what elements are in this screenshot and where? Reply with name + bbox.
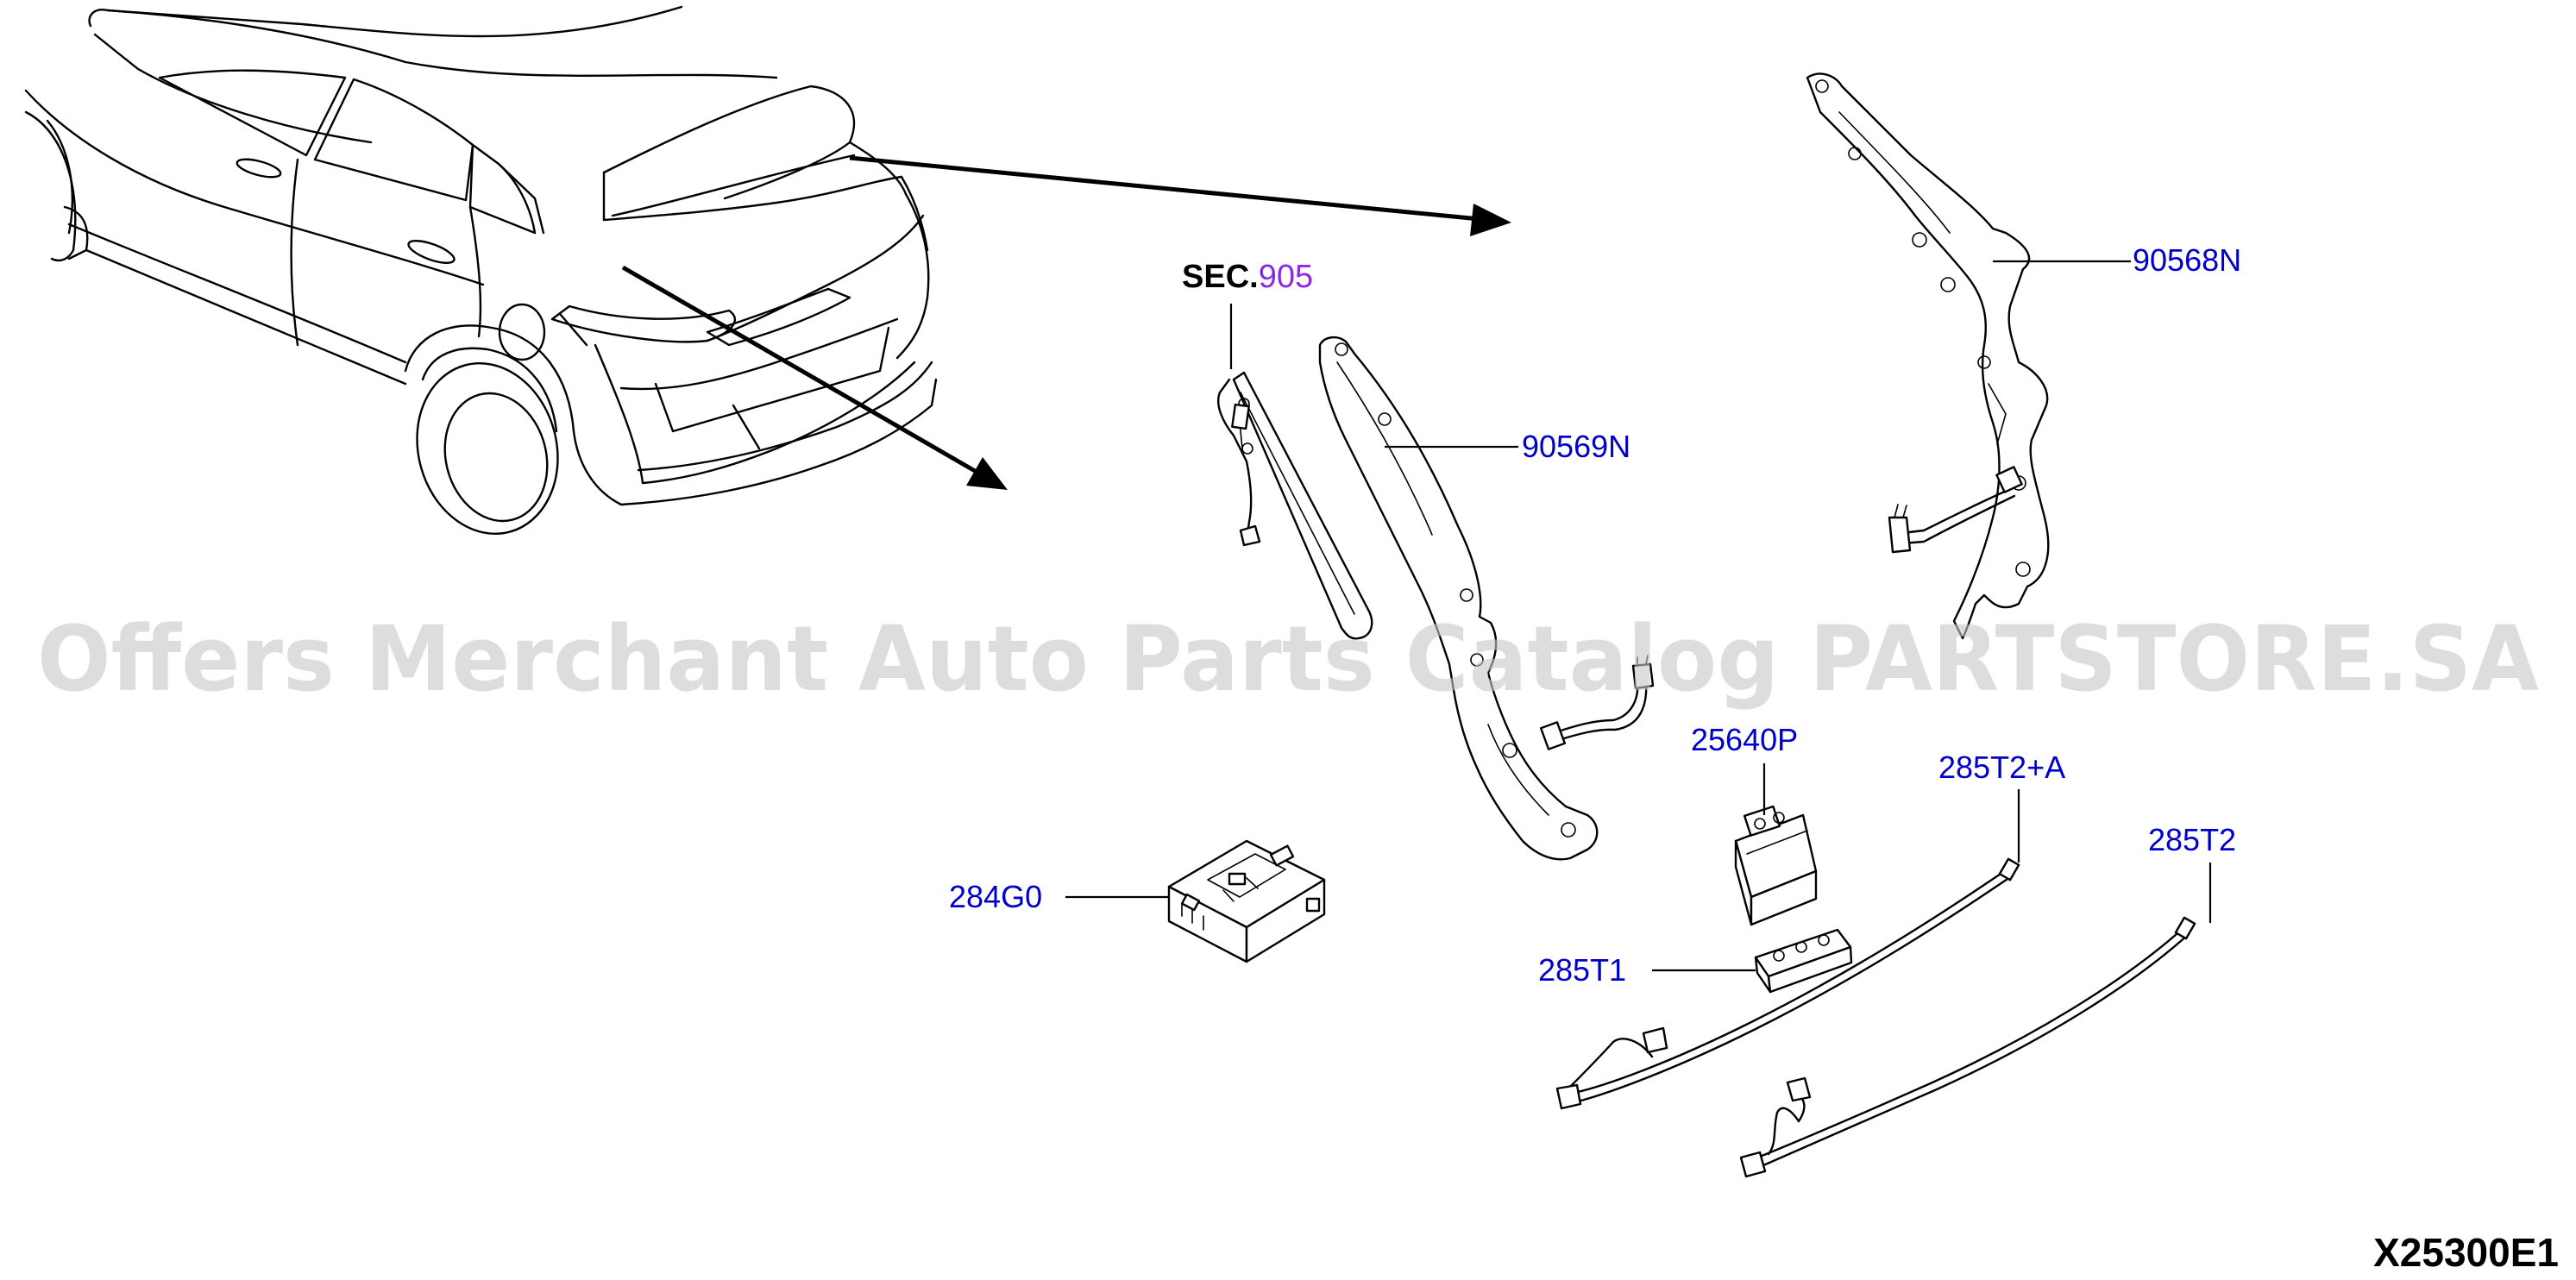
part-285T1-drawing <box>1754 928 1853 994</box>
part-label-90568N[interactable]: 90568N <box>2133 242 2241 278</box>
part-label-285T1[interactable]: 285T1 <box>1538 952 1626 988</box>
part-285T2-drawing <box>1739 916 2196 1178</box>
section-number-link[interactable]: 905 <box>1259 259 1313 295</box>
section-prefix: SEC. <box>1182 259 1259 295</box>
watermark-text: Offers Merchant Auto Parts Catalog PARTS… <box>37 606 2539 712</box>
arrow-to-lower-parts <box>621 265 983 477</box>
part-label-284G0[interactable]: 284G0 <box>949 879 1042 914</box>
diagram-code: X25300E1 <box>2373 1230 2559 1275</box>
vehicle-illustration <box>24 5 938 535</box>
arrow-to-upper-parts <box>849 155 1480 222</box>
part-25640P-drawing <box>1734 805 1818 926</box>
part-285T2A-drawing <box>1555 857 2020 1110</box>
part-label-285T2[interactable]: 285T2 <box>2148 822 2236 857</box>
leader-lines <box>1065 260 2212 972</box>
arrow-head-upper <box>1470 204 1511 236</box>
arrow-head-lower <box>966 457 1008 490</box>
section-reference[interactable]: SEC.905 <box>1182 259 1313 295</box>
part-90568N-drawing <box>1806 72 2050 640</box>
locator-arrows <box>621 155 1511 490</box>
part-90569N-drawing <box>1318 336 1655 861</box>
part-label-90569N[interactable]: 90569N <box>1522 429 1630 464</box>
part-label-285T2A[interactable]: 285T2+A <box>1938 750 2065 785</box>
part-label-25640P[interactable]: 25640P <box>1691 722 1798 757</box>
part-284G0-drawing <box>1167 839 1326 963</box>
sec-905-drawing <box>1217 304 1373 640</box>
